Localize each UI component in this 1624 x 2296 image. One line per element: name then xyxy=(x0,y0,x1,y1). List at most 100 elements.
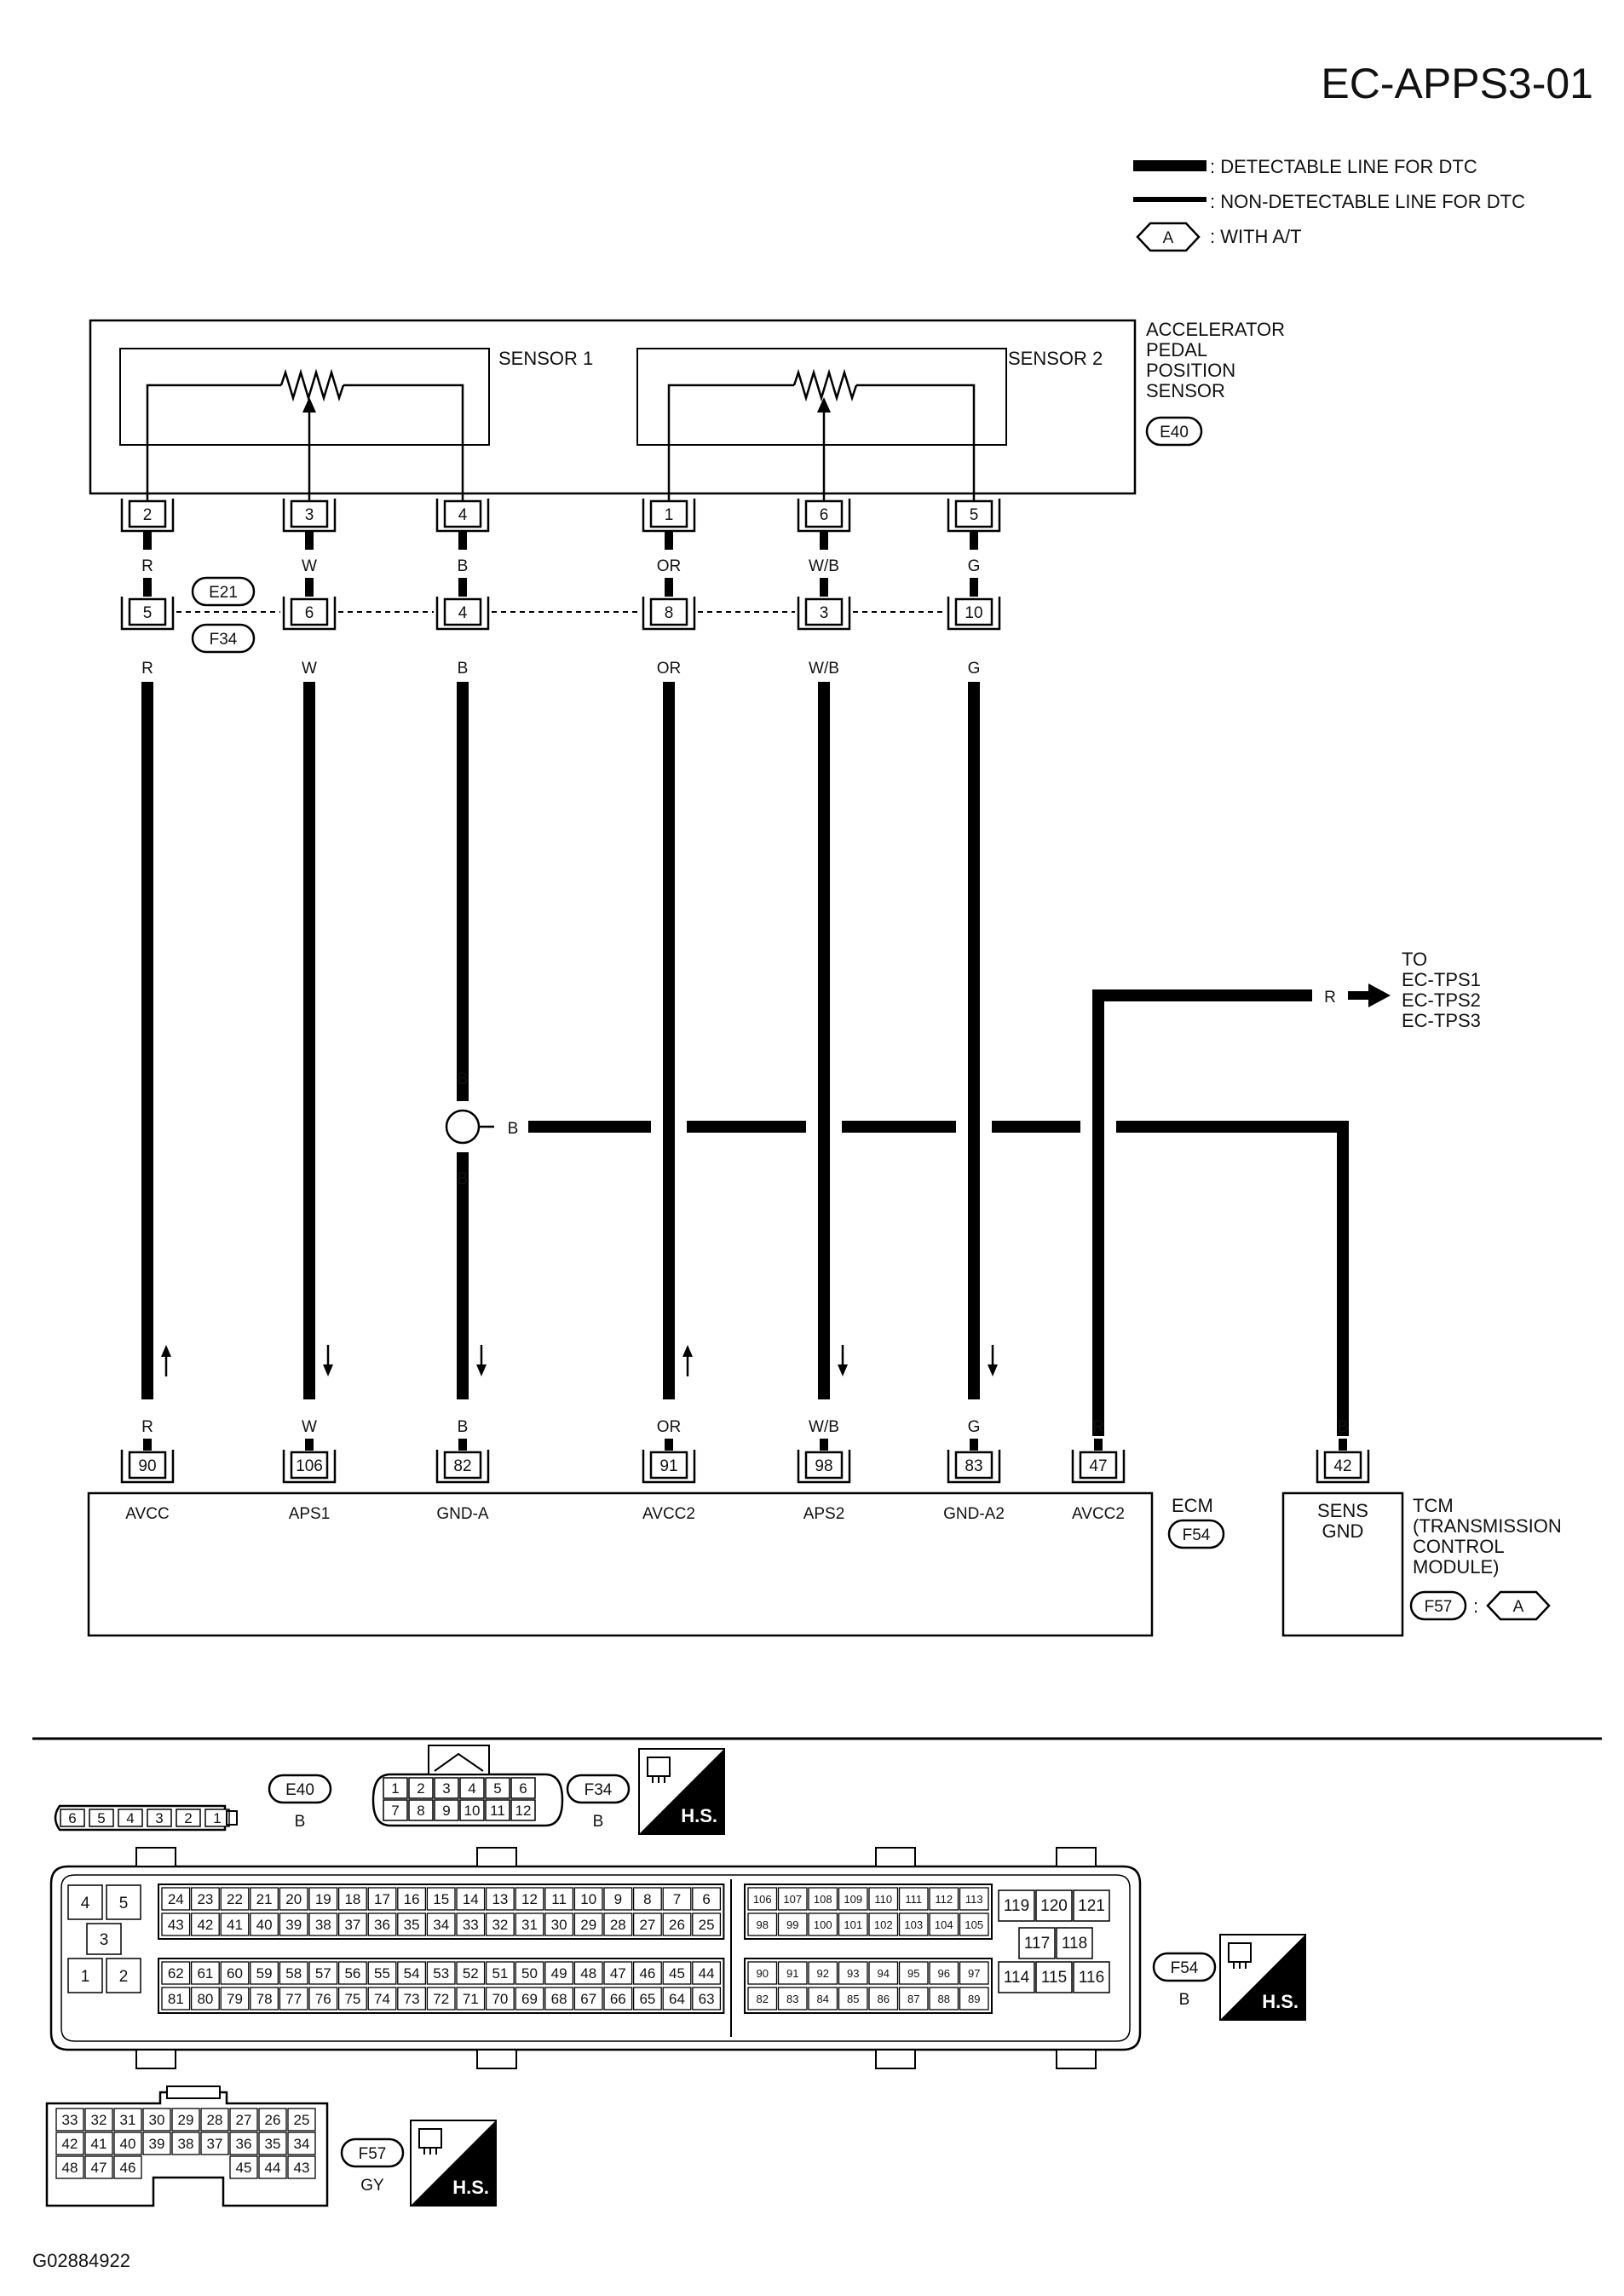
f34-top-pin-2: 3 xyxy=(442,1780,450,1797)
f57-pin-2-2: 46 xyxy=(120,2160,136,2176)
f57-view-color: GY xyxy=(360,2177,384,2195)
f34-top-cell-0 xyxy=(383,1777,408,1799)
f54-main-pin-3-7: 74 xyxy=(374,1991,390,2007)
f54-mid-pin-2-7: 97 xyxy=(968,1967,980,1980)
ecm-pin-4-box xyxy=(804,1451,844,1480)
junction-connector-id-1: E21 xyxy=(209,584,238,602)
f54-main-pin-0-8: 16 xyxy=(404,1891,420,1907)
f57-pin-1-1: 41 xyxy=(91,2136,107,2152)
f34-bottom-pin-4: 11 xyxy=(490,1803,505,1819)
sensor-2-wiper-arrow-icon xyxy=(817,397,831,412)
f54-mid-cell-2-0 xyxy=(747,1961,778,1985)
f54-left-pin-3: 1 xyxy=(81,1968,90,1986)
f34-bottom-pin-0: 7 xyxy=(391,1803,399,1819)
f34-top-pin-5: 6 xyxy=(519,1780,527,1797)
f34-view-color: B xyxy=(593,1813,604,1831)
f54-main-cell-2-0 xyxy=(161,1961,191,1985)
f54-main-pin-1-16: 27 xyxy=(639,1917,655,1933)
f54-main-pin-3-13: 68 xyxy=(551,1991,567,2007)
signal-arrow-down-icon-2 xyxy=(476,1364,487,1376)
f34-bottom-cell-5 xyxy=(510,1799,536,1821)
f54-left-pin-1: 5 xyxy=(119,1895,129,1912)
f54-mid-cell-2-6 xyxy=(929,1961,959,1985)
f54-main-cell-0-8 xyxy=(397,1887,427,1911)
tcm-pin-bracket xyxy=(1316,1450,1370,1484)
f54-main-cell-3-16 xyxy=(632,1987,662,2010)
to-tps-line-3: EC-TPS2 xyxy=(1402,989,1481,1011)
f54-right-cell-0-1 xyxy=(1035,1889,1073,1922)
ecm-wire-color-1: W xyxy=(302,1418,317,1436)
f54-main-pin-2-0: 62 xyxy=(168,1965,184,1982)
f57-cell-1-6 xyxy=(229,2132,258,2155)
f54-mid-cell-0-4 xyxy=(868,1887,899,1911)
f54-mid-cell-0-3 xyxy=(838,1887,868,1911)
f54-mid-cell-1-6 xyxy=(929,1912,959,1936)
sensor-outline xyxy=(89,319,1137,495)
f54-right-pin-1-0: 117 xyxy=(1024,1935,1050,1953)
f54-mid-pin-0-3: 109 xyxy=(844,1893,862,1906)
f54-left-pin-2: 3 xyxy=(100,1931,109,1949)
legend-with-at-text: : WITH A/T xyxy=(1210,226,1302,247)
f34-key-mark xyxy=(434,1752,484,1772)
f34-key-tab xyxy=(428,1745,490,1775)
f54-main-cell-3-9 xyxy=(426,1987,456,2010)
ecm-wire-color-5: G xyxy=(968,1418,981,1436)
sensor-pin-0-box xyxy=(128,499,167,528)
f57-cell-0-3 xyxy=(142,2108,171,2132)
sensor-pin-1-box xyxy=(290,499,329,528)
f54-main-cell-3-6 xyxy=(337,1987,367,2010)
e40-pin-3: 3 xyxy=(155,1810,163,1826)
signal-arrow-up-icon-3 xyxy=(682,1345,693,1357)
f54-mid-pin-1-5: 103 xyxy=(904,1918,923,1931)
f54-latch-top-1 xyxy=(135,1847,176,1867)
f54-main-pin-2-17: 45 xyxy=(669,1965,685,1982)
e40-cell-3 xyxy=(147,1809,172,1827)
f54-main-cell-1-9 xyxy=(426,1912,456,1936)
f54-view-label: F54 xyxy=(1171,1959,1199,1977)
f54-main-pin-1-12: 31 xyxy=(521,1917,538,1933)
hs-badge-triangle-2 xyxy=(411,2120,496,2206)
junction-pin-1-number: 6 xyxy=(305,604,314,622)
f54-main-pin-1-17: 26 xyxy=(669,1917,685,1933)
sensor-2-wire-left xyxy=(667,384,794,507)
f54-main-pin-0-3: 21 xyxy=(256,1891,273,1907)
e40-cell-0 xyxy=(60,1809,85,1827)
f54-mid-cell-1-5 xyxy=(898,1912,929,1936)
f54-right-cell-2-1 xyxy=(1035,1961,1073,1993)
f54-main-pin-0-4: 20 xyxy=(285,1891,302,1907)
ecm-pin-0-number: 90 xyxy=(138,1457,156,1475)
f54-latch-bottom-1 xyxy=(135,2049,176,2069)
f54-mid-pin-0-1: 107 xyxy=(783,1893,802,1906)
f54-main-pin-1-1: 42 xyxy=(197,1917,213,1933)
hs-badge-triangle-1 xyxy=(1220,1935,1305,2020)
f54-main-pin-3-1: 80 xyxy=(197,1991,213,2007)
f57-cell-1-0 xyxy=(55,2132,84,2155)
f54-mid-pin-3-7: 89 xyxy=(968,1993,980,2005)
f54-mid-pin-2-0: 90 xyxy=(757,1967,769,1980)
f57-cell-0-0 xyxy=(55,2108,84,2132)
tcm-box xyxy=(1281,1491,1404,1637)
f54-main-pin-2-3: 59 xyxy=(256,1965,273,1982)
tcm-pin-number: 42 xyxy=(1333,1457,1351,1475)
f54-main-cell-3-10 xyxy=(456,1987,486,2010)
f57-pin-2-1: 47 xyxy=(91,2160,107,2176)
f34-top-pin-0: 1 xyxy=(391,1780,399,1797)
legend: : DETECTABLE LINE FOR DTC : NON-DETECTAB… xyxy=(1133,156,1525,252)
f54-main-cell-1-14 xyxy=(573,1912,603,1936)
legend-non-detectable-swatch xyxy=(1133,197,1206,202)
f54-mid-pin-3-5: 87 xyxy=(907,1993,919,2005)
f54-main-pin-1-18: 25 xyxy=(699,1917,715,1933)
f54-main-cell-2-1 xyxy=(190,1961,220,1985)
f54-main-pin-3-8: 73 xyxy=(404,1991,420,2007)
f57-cell-1-7 xyxy=(258,2132,287,2155)
f54-main-pin-3-0: 81 xyxy=(168,1991,184,2007)
ecm-pin-4-number: 98 xyxy=(815,1457,832,1475)
f54-right-cell-0-2 xyxy=(1073,1889,1110,1922)
f34-top-cell-5 xyxy=(510,1777,536,1799)
ecm-pin-3-bracket xyxy=(642,1450,696,1484)
f54-main-cell-1-18 xyxy=(692,1912,722,1936)
f54-main-pin-3-6: 75 xyxy=(344,1991,360,2007)
f54-main-pin-3-12: 69 xyxy=(521,1991,538,2007)
f54-mid-pin-1-7: 105 xyxy=(965,1918,983,1931)
f54-main-pin-1-9: 34 xyxy=(433,1917,449,1933)
